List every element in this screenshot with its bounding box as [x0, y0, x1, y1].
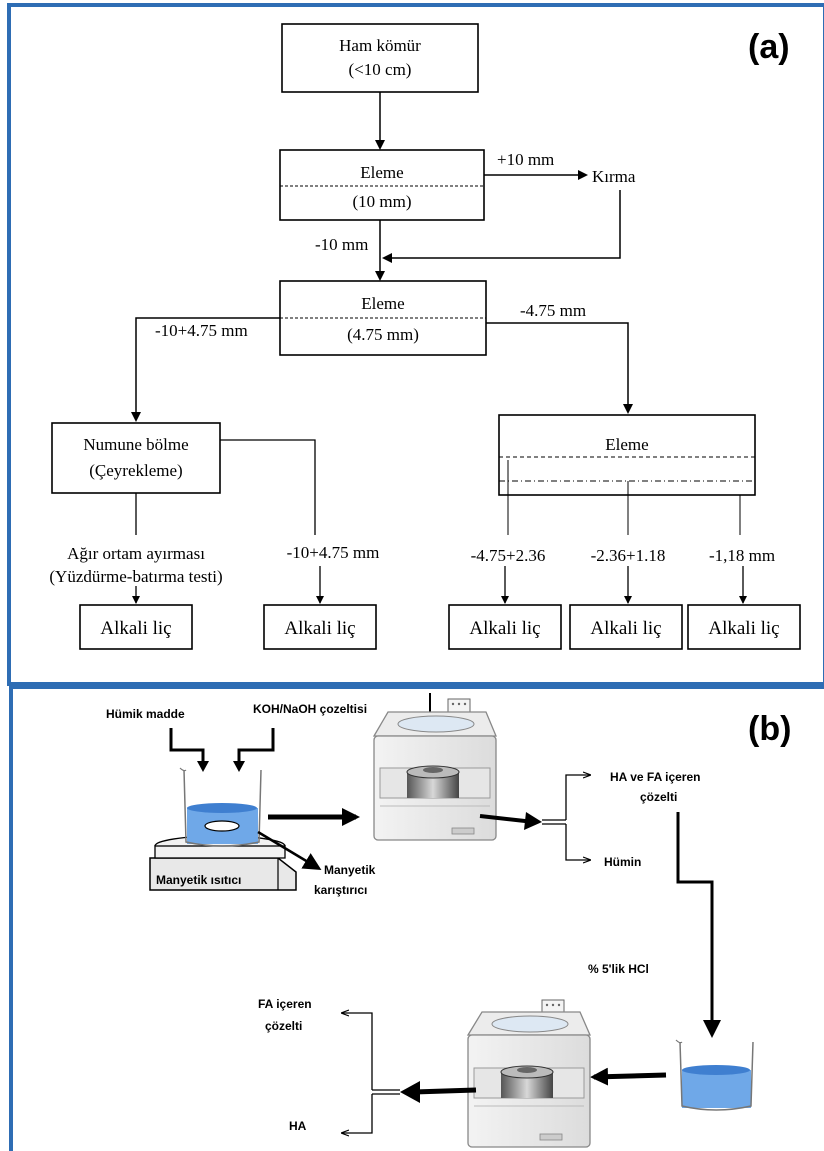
heavy-media-test: (Yüzdürme-batırma testi)	[49, 567, 222, 586]
beaker-1	[179, 767, 262, 847]
arrow-to-ha-fa	[565, 775, 590, 820]
line-split-to-fraction	[220, 439, 316, 535]
leach-box-3	[448, 604, 562, 650]
screen1-box	[279, 149, 485, 221]
fraction3-label: -1,18 mm	[709, 546, 775, 565]
leach-box-5	[687, 604, 801, 650]
panel-b: (b) Hümik madde KOH/NaOH çozeltisi Manye…	[9, 685, 824, 1151]
raw-coal-box	[281, 23, 479, 93]
humic-feed-line	[169, 728, 205, 764]
crushing-label: Kırma	[592, 167, 636, 186]
fraction1-label: -4.75+2.36	[471, 546, 546, 565]
arrow-beaker2-to-centrifuge2	[590, 1067, 667, 1086]
centrifuge2-outlet-arrow	[413, 1087, 477, 1095]
koh-label: KOH/NaOH çozeltisi	[253, 702, 367, 716]
stirrer-label-2: karıştırıcı	[314, 883, 367, 897]
hcl-label: % 5'lik HCl	[588, 962, 649, 976]
humic-feed-arrowhead	[197, 761, 209, 772]
ha-fa-transfer-line	[676, 812, 714, 957]
panel-a: (a) Ham kömür (<10 cm) Eleme (10 mm) +10…	[7, 3, 824, 686]
ha-fa-label-1: HA ve FA içeren	[610, 770, 700, 784]
ha-fa-label-2: çözelti	[640, 790, 677, 804]
arrow-to-humin	[565, 824, 590, 860]
screen3-box	[498, 414, 756, 496]
panel-b-label: (b)	[748, 710, 791, 748]
humic-label: Hümik madde	[106, 707, 185, 721]
split-fraction-label: -10+4.75 mm	[287, 543, 380, 562]
screen3-title: Eleme	[605, 435, 648, 454]
panel-a-frame	[7, 3, 824, 686]
leach-box-4	[569, 604, 683, 650]
leach-box-2	[263, 604, 377, 650]
leach-label-1: Alkali liç	[100, 618, 171, 639]
sample-split-method: (Çeyrekleme)	[89, 461, 182, 480]
leach-label-2: Alkali liç	[284, 618, 355, 639]
sample-split-box	[51, 422, 221, 494]
under10-label: -10 mm	[315, 235, 368, 254]
stirrer-label-1: Manyetik	[324, 863, 376, 877]
arrow-crushing-return	[382, 190, 621, 263]
koh-feed-line	[237, 728, 275, 764]
arrow-to-sample-split	[131, 317, 280, 422]
arrow-to-screen3	[486, 322, 633, 414]
koh-feed-arrowhead	[233, 761, 245, 772]
screen1-size: (10 mm)	[352, 192, 411, 211]
heater-label: Manyetik ısıtıcı	[156, 873, 241, 887]
leach-box-1	[79, 604, 193, 650]
raw-coal-size: (<10 cm)	[349, 60, 412, 79]
beaker-2	[675, 1039, 754, 1111]
coarse-fraction-label: -10+4.75 mm	[155, 321, 248, 340]
arrow-to-ha	[342, 1094, 373, 1133]
centrifuge1-outlet-arrowhead	[524, 812, 542, 830]
raw-coal-label: Ham kömür	[339, 36, 421, 55]
sample-split-label: Numune bölme	[83, 435, 188, 454]
screen2-title: Eleme	[361, 294, 404, 313]
humin-label: Hümin	[604, 855, 641, 869]
leach-label-3: Alkali liç	[469, 618, 540, 639]
arrow-to-fa	[342, 1013, 373, 1090]
fraction2-label: -2.36+1.18	[591, 546, 666, 565]
ha-label: HA	[289, 1119, 307, 1133]
stirrer-pointer	[257, 830, 322, 871]
fine-fraction-label: -4.75 mm	[520, 301, 586, 320]
fa-label-2: çözelti	[265, 1019, 302, 1033]
leach-label-4: Alkali liç	[590, 618, 661, 639]
screen1-title: Eleme	[360, 163, 403, 182]
screen2-size: (4.75 mm)	[347, 325, 419, 344]
heavy-media-label: Ağır ortam ayırması	[67, 544, 205, 563]
fa-label-1: FA içeren	[258, 997, 312, 1011]
centrifuge-1	[372, 698, 497, 841]
leach-label-5: Alkali liç	[708, 618, 779, 639]
panel-a-label: (a)	[748, 28, 790, 66]
centrifuge-2	[466, 999, 591, 1148]
centrifuge2-outlet-arrowhead	[400, 1081, 420, 1103]
over10-label: +10 mm	[497, 150, 554, 169]
